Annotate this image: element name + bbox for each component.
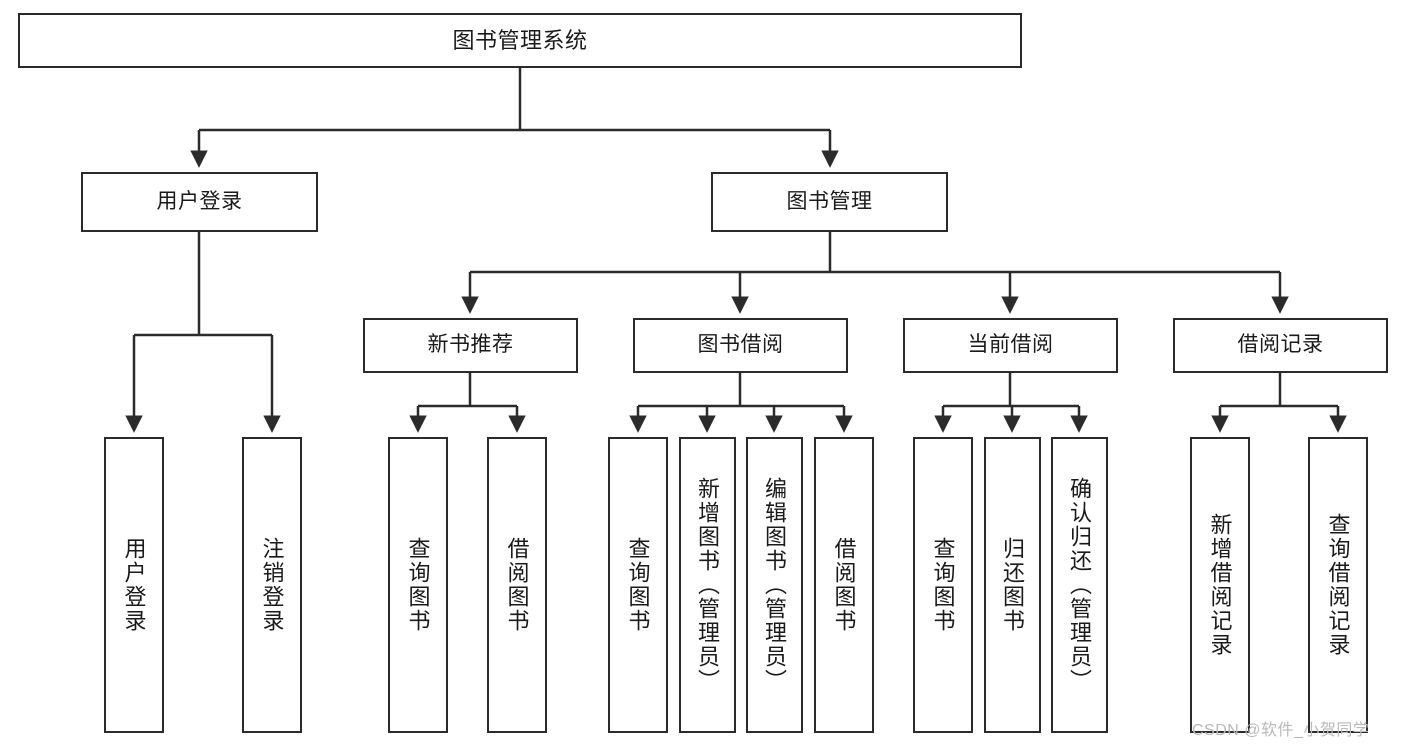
- node-leaf-query-book-2[interactable]: 查询图书: [608, 437, 668, 733]
- node-borrow-record[interactable]: 借阅记录: [1173, 318, 1388, 373]
- node-current-borrow[interactable]: 当前借阅: [903, 318, 1118, 373]
- node-leaf-borrow-book-1-label: 借阅图书: [504, 537, 530, 633]
- node-leaf-user-login-label: 用户登录: [121, 537, 147, 633]
- node-user-login[interactable]: 用户登录: [81, 172, 318, 232]
- node-root-label: 图书管理系统: [452, 27, 588, 53]
- node-leaf-query-book-3[interactable]: 查询图书: [913, 437, 973, 733]
- node-current-borrow-label: 当前借阅: [967, 333, 1054, 357]
- node-leaf-add-record[interactable]: 新增借阅记录: [1190, 437, 1250, 733]
- node-leaf-return-book-label: 归还图书: [1000, 537, 1026, 633]
- node-book-manage[interactable]: 图书管理: [711, 172, 948, 232]
- node-root[interactable]: 图书管理系统: [18, 13, 1022, 68]
- node-user-login-label: 用户登录: [156, 189, 243, 213]
- node-leaf-user-logout[interactable]: 注销登录: [242, 437, 302, 733]
- node-leaf-query-book-3-label: 查询图书: [930, 537, 956, 633]
- node-leaf-borrow-book-2[interactable]: 借阅图书: [814, 437, 874, 733]
- node-leaf-edit-book-label: 编辑图书（管理员）: [762, 477, 788, 693]
- node-leaf-confirm-return[interactable]: 确认归还（管理员）: [1051, 437, 1108, 733]
- node-leaf-edit-book[interactable]: 编辑图书（管理员）: [746, 437, 803, 733]
- node-new-book-rec[interactable]: 新书推荐: [363, 318, 578, 373]
- node-leaf-query-book-1-label: 查询图书: [405, 537, 431, 633]
- node-leaf-query-record[interactable]: 查询借阅记录: [1308, 437, 1368, 733]
- node-leaf-add-record-label: 新增借阅记录: [1207, 513, 1233, 657]
- node-leaf-query-book-1[interactable]: 查询图书: [388, 437, 448, 733]
- node-leaf-confirm-return-label: 确认归还（管理员）: [1067, 477, 1093, 693]
- node-book-manage-label: 图书管理: [786, 189, 873, 213]
- node-leaf-query-book-2-label: 查询图书: [625, 537, 651, 633]
- node-leaf-add-book-label: 新增图书（管理员）: [695, 477, 721, 693]
- csdn-watermark: CSDN @软件_小贺同学: [1192, 722, 1370, 739]
- node-new-book-rec-label: 新书推荐: [427, 333, 514, 357]
- node-book-borrow[interactable]: 图书借阅: [633, 318, 848, 373]
- node-leaf-user-logout-label: 注销登录: [259, 537, 285, 633]
- node-leaf-borrow-book-2-label: 借阅图书: [831, 537, 857, 633]
- node-leaf-user-login[interactable]: 用户登录: [104, 437, 164, 733]
- node-leaf-query-record-label: 查询借阅记录: [1325, 513, 1351, 657]
- node-leaf-return-book[interactable]: 归还图书: [984, 437, 1041, 733]
- node-book-borrow-label: 图书借阅: [697, 333, 784, 357]
- node-leaf-add-book[interactable]: 新增图书（管理员）: [679, 437, 736, 733]
- node-borrow-record-label: 借阅记录: [1237, 333, 1324, 357]
- node-leaf-borrow-book-1[interactable]: 借阅图书: [487, 437, 547, 733]
